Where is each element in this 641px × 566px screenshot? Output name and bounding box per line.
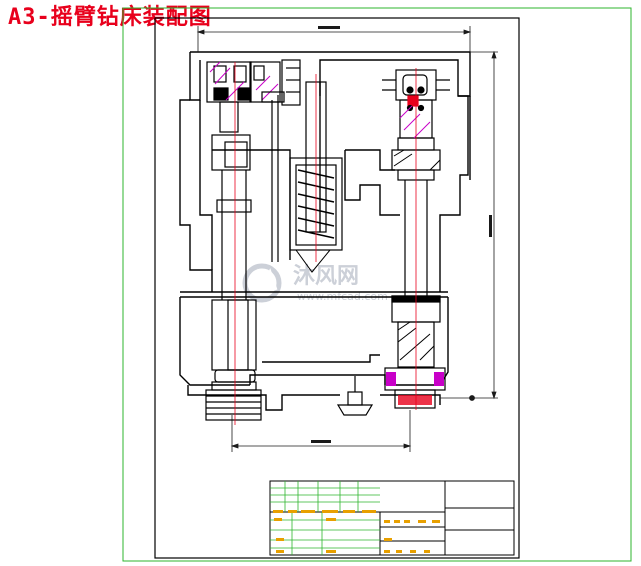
sheet-frame: [122, 7, 632, 562]
feed-spring-assembly: [261, 81, 343, 273]
left-spindle: [205, 59, 301, 421]
housing: [179, 51, 471, 411]
dimension-lines: [196, 26, 498, 452]
watermark-text: 沐风网: [293, 264, 359, 289]
title-block: [269, 480, 515, 556]
watermark-logo-icon: [242, 263, 282, 303]
handle-knob: [336, 376, 374, 416]
centerlines: [234, 62, 417, 425]
